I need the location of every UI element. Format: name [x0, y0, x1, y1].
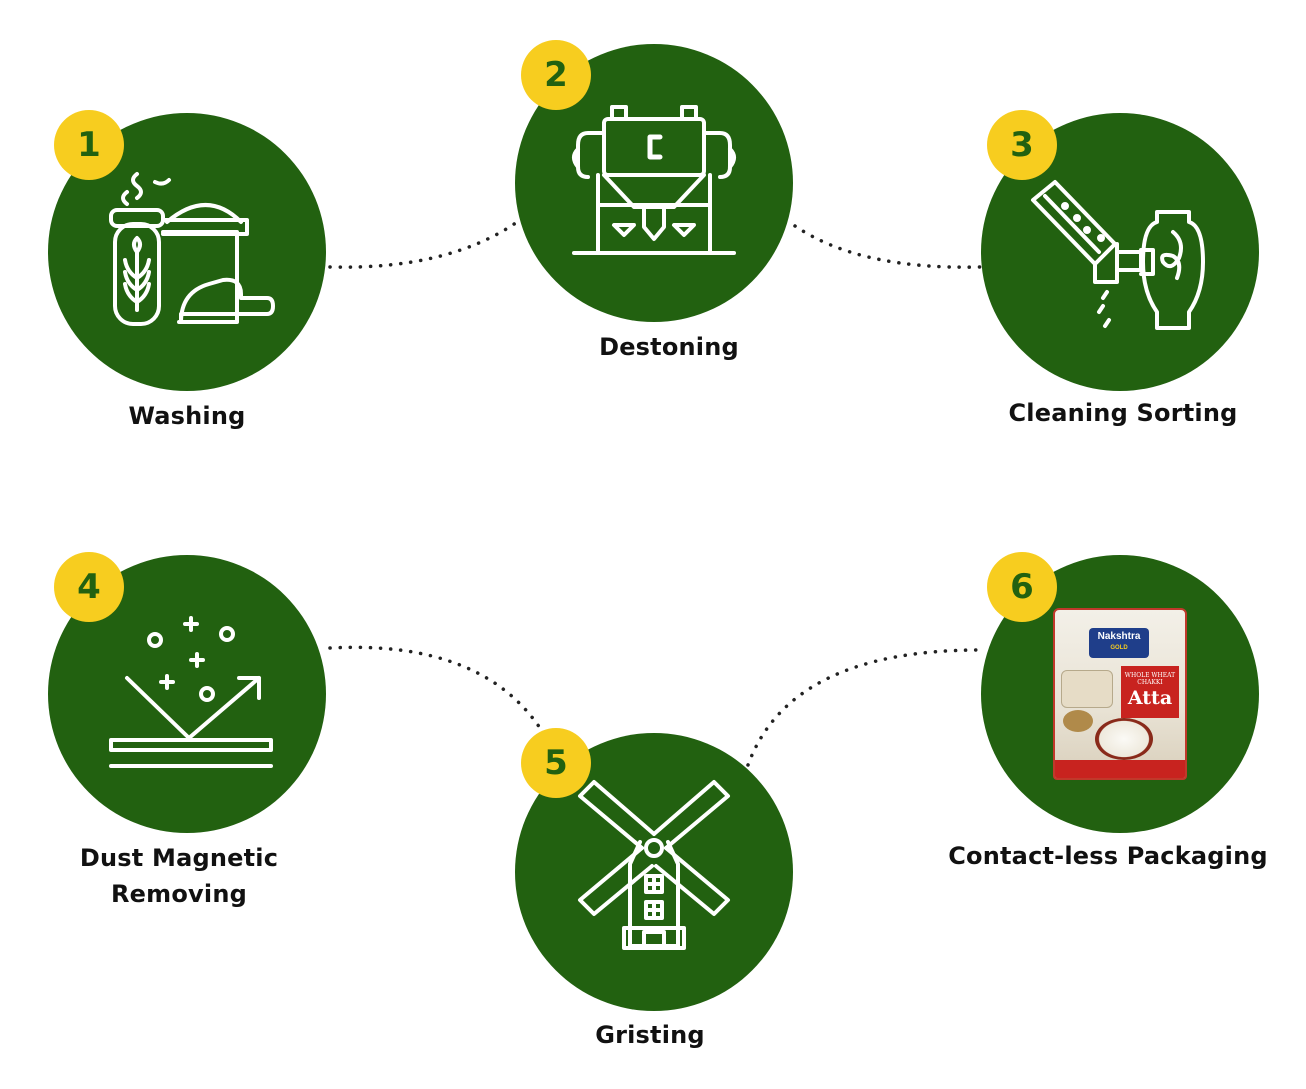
package-product-panel: WHOLE WHEAT CHAKKI Atta — [1121, 666, 1179, 718]
windmill-icon — [578, 780, 730, 950]
step-6-circle: Nakshtra GOLD WHOLE WHEAT CHAKKI Atta — [981, 555, 1259, 833]
step-3-number: 3 — [1010, 125, 1034, 165]
step-5-label: Gristing — [595, 1021, 705, 1049]
step-2-badge: 2 — [521, 40, 591, 110]
package-brand: Nakshtra GOLD — [1089, 628, 1149, 658]
grain-washing-icon — [109, 172, 275, 326]
step-1-number: 1 — [77, 125, 101, 165]
step-2-label: Destoning — [599, 333, 739, 361]
connector-5-6 — [746, 648, 982, 767]
package-bottom-strip — [1055, 760, 1185, 778]
step-1-badge: 1 — [54, 110, 124, 180]
package-roti-plate — [1095, 718, 1153, 760]
package-bowl-illustration — [1063, 710, 1093, 732]
grain-sorter-icon — [1031, 180, 1205, 330]
connector-2-3 — [793, 224, 982, 269]
connector-1-2 — [328, 218, 522, 269]
magnetic-dust-removal-icon — [109, 616, 273, 768]
step-6-number: 6 — [1010, 567, 1034, 607]
step-4-label: Dust Magnetic Removing — [79, 844, 279, 908]
step-1-label: Washing — [128, 402, 246, 430]
atta-package-image: Nakshtra GOLD WHOLE WHEAT CHAKKI Atta — [1053, 608, 1187, 780]
step-6-label: Contact-less Packaging — [948, 842, 1268, 870]
step-4-badge: 4 — [54, 552, 124, 622]
step-4-number: 4 — [77, 567, 101, 607]
connector-4-5 — [328, 645, 542, 730]
step-3-badge: 3 — [987, 110, 1057, 180]
destoner-machine-icon — [572, 105, 736, 255]
step-5-number: 5 — [544, 743, 568, 783]
step-3-label: Cleaning Sorting — [1008, 399, 1238, 427]
step-6-badge: 6 — [987, 552, 1057, 622]
package-sack-illustration — [1061, 670, 1113, 708]
step-2-number: 2 — [544, 55, 568, 95]
step-5-badge: 5 — [521, 728, 591, 798]
